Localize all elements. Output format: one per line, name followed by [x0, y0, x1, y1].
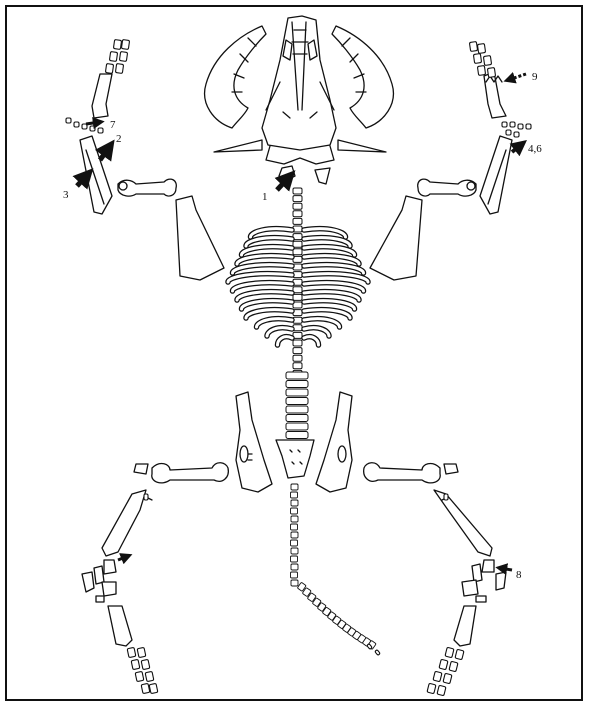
phalanx [109, 52, 117, 62]
phalanx [477, 44, 485, 54]
phalanx [433, 671, 442, 681]
lumbar-vertebra [286, 389, 308, 396]
tail-vertebra [291, 524, 298, 530]
tail-vertebra [291, 540, 298, 546]
phalanx [455, 649, 464, 659]
tail-vertebra [291, 484, 298, 490]
carpal [66, 118, 71, 123]
vertebra [293, 218, 302, 224]
carpal [74, 122, 79, 127]
phalanx [149, 683, 158, 693]
carpal [506, 130, 511, 135]
metacarpal-left [92, 74, 112, 118]
tail-vertebra [291, 500, 298, 506]
vertebra [293, 340, 302, 346]
phalanx [439, 659, 448, 669]
scapula-right [370, 196, 422, 280]
phalanx [127, 647, 136, 657]
label-3: 3 [63, 189, 69, 201]
tail-tip [375, 650, 381, 656]
sesamoid [444, 494, 448, 500]
carpal [98, 128, 103, 133]
vertebra [293, 348, 302, 354]
phalanx [469, 42, 477, 52]
mandible-left [205, 26, 266, 128]
vertebra [293, 249, 302, 255]
phalanx [487, 68, 495, 78]
radius-ulna-right [480, 136, 512, 214]
label-2: 2 [116, 133, 122, 145]
label-8: 8 [516, 569, 522, 581]
lumbar-vertebra [286, 406, 308, 413]
lumbar-vertebra [286, 372, 308, 379]
femur-right [364, 463, 441, 483]
tail-vertebra [291, 564, 298, 570]
phalanx [113, 40, 121, 50]
phalanx [121, 40, 129, 50]
lumbar-vertebra [286, 381, 308, 388]
vertebra [293, 363, 302, 369]
pelvis-right [316, 392, 352, 492]
vertebra [293, 294, 302, 300]
carpal [526, 124, 531, 129]
mandible-right [332, 26, 393, 128]
phalanx [449, 661, 458, 671]
lumbar-vertebra [286, 432, 308, 439]
lumbar-vertebra [286, 398, 308, 405]
phalanx [141, 659, 150, 669]
phalanx [473, 54, 481, 64]
phalanx [477, 66, 485, 76]
tail-vertebra [291, 508, 298, 514]
phalanx [119, 52, 127, 62]
metatarsal-left [108, 606, 132, 646]
carpal [518, 124, 523, 129]
vertebra [293, 211, 302, 217]
tail-vertebra [291, 572, 298, 578]
phalanx [135, 671, 144, 681]
vertebra [293, 355, 302, 361]
lumbar-vertebra [286, 423, 308, 430]
carpal [514, 132, 519, 137]
lumbar-vertebra [286, 415, 308, 422]
tail-vertebra [291, 580, 298, 586]
phalanx [131, 659, 140, 669]
phalanx [115, 64, 123, 74]
sacrum [276, 440, 314, 478]
phalanx [427, 683, 436, 693]
phalanx [141, 683, 150, 693]
vertebra [293, 203, 302, 209]
tail-vertebra [291, 548, 298, 554]
phalanx [145, 671, 154, 681]
phalanx [483, 56, 491, 66]
phalanx [105, 64, 113, 74]
phalanx [137, 647, 146, 657]
tail-vertebra [291, 492, 298, 498]
sesamoid [144, 494, 148, 500]
phalanx [437, 685, 446, 695]
tibia-left [102, 490, 146, 556]
tail-vertebra [291, 532, 298, 538]
carpal [90, 126, 95, 131]
scapula-left [176, 196, 224, 280]
metatarsal-right [454, 606, 476, 646]
vertebra [293, 188, 302, 194]
tail-vertebra [291, 516, 298, 522]
label-7: 7 [110, 119, 116, 131]
label-4-6: 4,6 [528, 143, 542, 155]
tail-vertebra [291, 556, 298, 562]
label-9: 9 [532, 71, 538, 83]
vertebra [293, 196, 302, 202]
pelvis-left [236, 392, 272, 492]
phalanx [445, 647, 454, 657]
femur-left [152, 463, 229, 483]
carpal [502, 122, 507, 127]
carpal [510, 122, 515, 127]
phalanx [443, 673, 452, 683]
label-1: 1 [262, 191, 268, 203]
vertebra [293, 241, 302, 247]
